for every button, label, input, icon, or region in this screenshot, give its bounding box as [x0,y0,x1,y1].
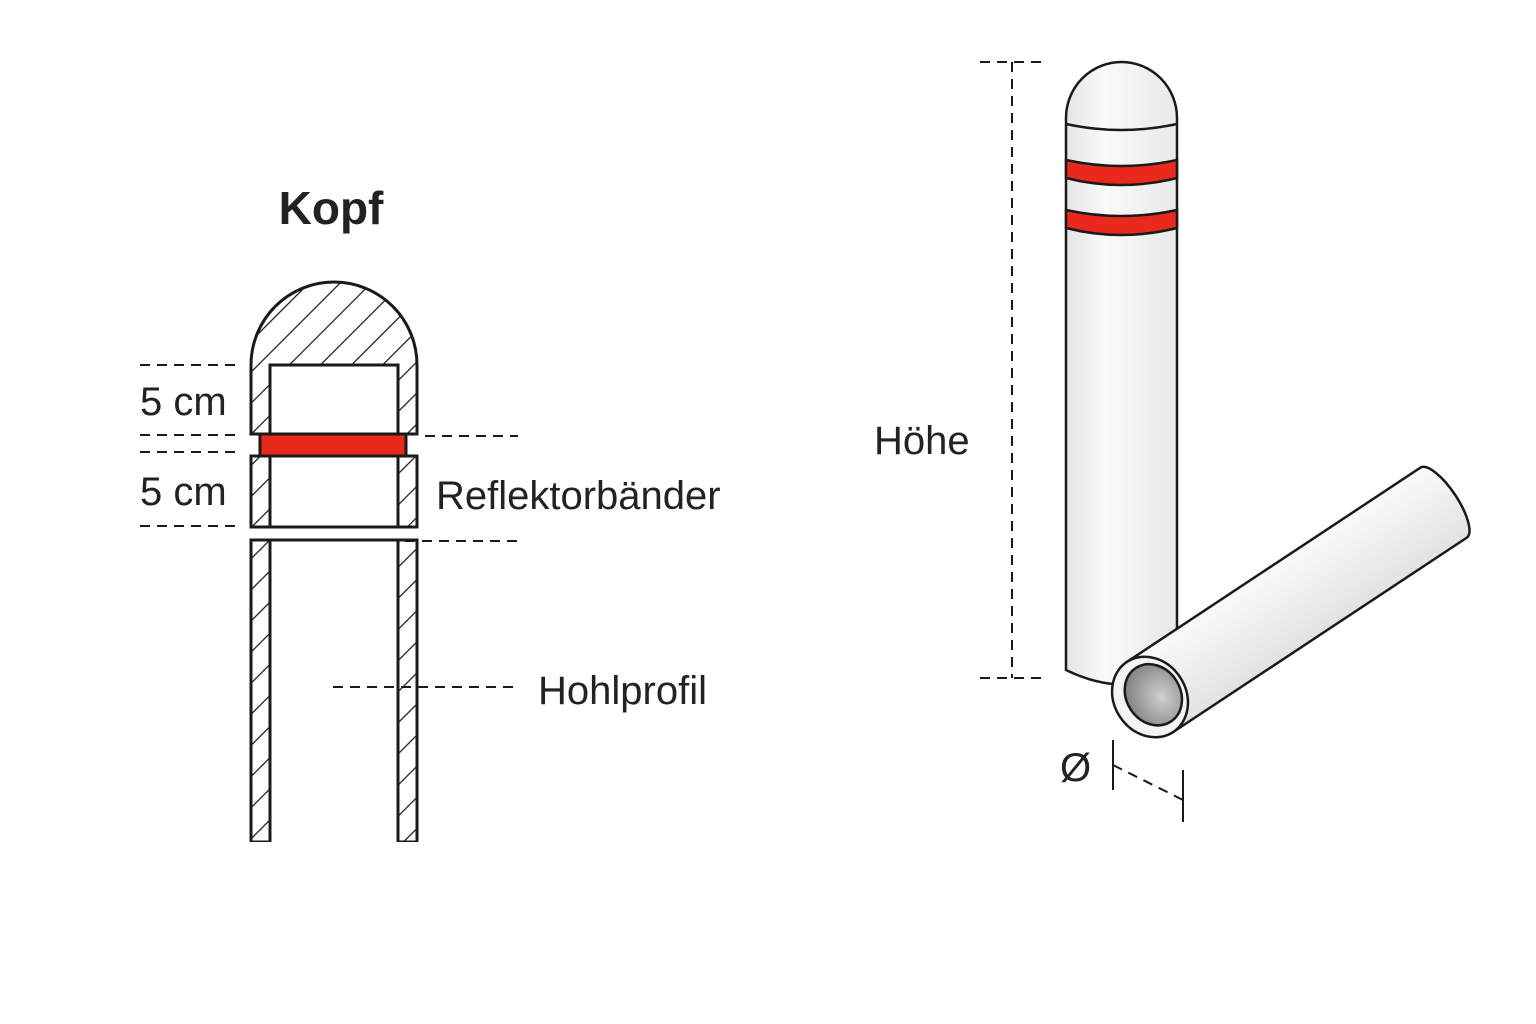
diameter-dimension [1112,740,1184,822]
diameter-label: Ø [1060,746,1091,790]
hollow-profile-section [246,538,426,852]
dim-upper-label: 5 cm [140,380,227,424]
reflector-stripe-1 [1064,158,1179,187]
head-cross-section [249,280,419,436]
hollow-profile-label: Hohlprofil [538,669,707,713]
height-dimension [980,61,1044,679]
lower-head-section [249,454,419,529]
dimension-dashes [140,364,520,688]
height-label: Höhe [874,419,970,463]
reflector-band-label: Reflektorbänder [436,474,721,518]
dim-lower-label: 5 cm [140,470,227,514]
reflector-band [258,432,408,458]
standing-bollard [1064,60,1179,687]
lying-tube [1110,465,1471,739]
reflector-stripe-2 [1064,208,1179,237]
kopf-title: Kopf [279,182,384,234]
